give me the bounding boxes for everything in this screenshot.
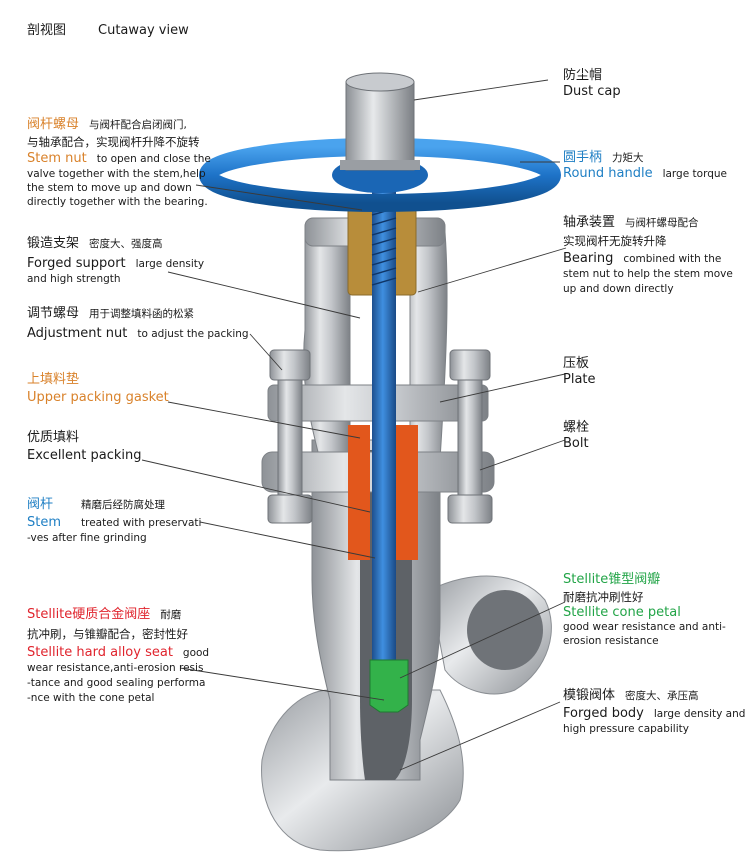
dust-cap-label-zh: 防尘帽 xyxy=(563,68,603,83)
adjustment-nut-en: Adjustment nut xyxy=(27,326,128,341)
bolt-left xyxy=(277,359,303,511)
forged-body-zh: 模锻阀体 xyxy=(563,688,616,703)
bolt-label-zh: 螺栓 xyxy=(563,420,590,435)
alloy-seat-label-en: Stellite hard alloy seat good xyxy=(27,645,209,661)
round-handle-en-desc: large torque xyxy=(662,168,727,180)
upper-packing-label-zh: 上填料垫 xyxy=(27,372,80,387)
bearing-label-en: Bearing combined with the xyxy=(563,251,721,267)
stem-nut-en-desc4: directly together with the bearing. xyxy=(27,196,208,208)
stem-en-desc: treated with preservati xyxy=(81,517,202,529)
alloy-seat-en-desc2: wear resistance,anti-erosion resis xyxy=(27,662,204,674)
stem-nut-zh: 阀杆螺母 xyxy=(27,117,80,132)
cone-petal-label-zh: Stellite锥型阀瓣 xyxy=(563,572,661,587)
forged-support-label-zh: 锻造支架密度大、强度高 xyxy=(27,236,163,252)
forged-body-zh-desc: 密度大、承压高 xyxy=(625,690,699,702)
bolt-label-en: Bolt xyxy=(563,436,589,451)
forged-body-label-zh: 模锻阀体密度大、承压高 xyxy=(563,688,699,704)
alloy-seat-en: Stellite hard alloy seat xyxy=(27,645,173,660)
alloy-seat-zh-desc2: 抗冲刷，与锥瓣配合，密封性好 xyxy=(27,627,188,641)
stem-nut-label-zh: 阀杆螺母与阀杆配合启闭阀门, xyxy=(27,117,187,133)
stem-rod xyxy=(372,160,396,680)
bearing-en: Bearing xyxy=(563,251,614,266)
adjustment-nut-label-en: Adjustment nut to adjust the packing xyxy=(27,326,249,342)
bearing-label-zh: 轴承装置与阀杆螺母配合 xyxy=(563,215,699,231)
stem-nut-en-desc: to open and close the xyxy=(96,153,211,165)
cone-petal-en-desc2: erosion resistance xyxy=(563,635,659,647)
dust-cap-body xyxy=(345,81,415,171)
stem-zh-desc: 精磨后经防腐处理 xyxy=(81,499,166,511)
bearing-en-desc2: stem nut to help the stem move xyxy=(563,268,733,280)
alloy-seat-label-zh: Stellite硬质合金阀座耐磨 xyxy=(27,607,181,623)
bearing-zh-desc2: 实现阀杆无旋转升降 xyxy=(563,234,667,248)
stem-en: Stem xyxy=(27,515,62,530)
round-handle-zh-desc: 力矩大 xyxy=(612,152,644,164)
plate-label-zh: 压板 xyxy=(563,356,590,371)
stem-nut-zh-desc2: 与轴承配合，实现阀杆升降不旋转 xyxy=(27,135,200,149)
forged-support-label-en: Forged support large density xyxy=(27,256,204,272)
alloy-seat-en-desc: good xyxy=(182,647,210,659)
plate-label-en: Plate xyxy=(563,372,596,387)
forged-body-en: Forged body xyxy=(563,706,644,721)
forged-support-en-desc: large density xyxy=(135,258,205,270)
forged-support-zh-desc: 密度大、强度高 xyxy=(89,238,163,250)
header-title-en: Cutaway view xyxy=(98,23,189,38)
stellite-cone-petal xyxy=(369,659,409,713)
round-handle-label-en: Round handle large torque xyxy=(563,166,727,182)
header-title-zh: 剖视图 xyxy=(27,23,67,38)
forged-support-zh: 锻造支架 xyxy=(27,236,80,251)
cone-petal-zh-desc: 耐磨抗冲刷性好 xyxy=(563,590,644,604)
dust-cap-collar xyxy=(340,160,420,170)
forged-body-en-desc: large density and xyxy=(653,708,746,720)
round-handle-label-zh: 圆手柄力矩大 xyxy=(563,150,644,166)
stem-en-desc2: -ves after fine grinding xyxy=(27,532,147,544)
upper-packing-label-en: Upper packing gasket xyxy=(27,390,169,405)
packing-left xyxy=(348,425,370,560)
dust-cap-top xyxy=(345,72,415,92)
dust-cap-label-en: Dust cap xyxy=(563,84,621,99)
round-handle-zh: 圆手柄 xyxy=(563,150,603,165)
forged-support-en: Forged support xyxy=(27,256,126,271)
bearing-zh-desc: 与阀杆螺母配合 xyxy=(625,217,699,229)
bearing-en-desc3: up and down directly xyxy=(563,283,674,295)
stem-zh: 阀杆 xyxy=(27,497,54,512)
adjustment-nut-zh-desc: 用于调整填料函的松紧 xyxy=(89,308,195,320)
stem-label-zh: 阀杆 精磨后经防腐处理 xyxy=(27,497,165,513)
nut-left-bottom xyxy=(267,494,313,524)
leader-lines xyxy=(141,79,567,771)
alloy-seat-en-desc4: -nce with the cone petal xyxy=(27,692,155,704)
cone-petal-en-desc: good wear resistance and anti- xyxy=(563,621,726,633)
adjustment-nut-label-zh: 调节螺母用于调整填料函的松紧 xyxy=(27,306,194,322)
alloy-seat-zh-desc: 耐磨 xyxy=(160,609,182,621)
forged-body-label-en: Forged body large density and xyxy=(563,706,745,722)
packing-right xyxy=(396,425,418,560)
stem-nut-zh-desc: 与阀杆配合启闭阀门, xyxy=(89,119,187,131)
adjustment-nut-en-desc: to adjust the packing xyxy=(137,328,249,340)
bearing-en-desc: combined with the xyxy=(623,253,722,265)
alloy-seat-zh: Stellite硬质合金阀座 xyxy=(27,607,151,622)
yoke-left-arm xyxy=(303,231,351,461)
stem-nut-en: Stem nut xyxy=(27,151,87,166)
excellent-packing-label-en: Excellent packing xyxy=(27,448,142,463)
alloy-seat-en-desc3: -tance and good sealing performa xyxy=(27,677,206,689)
stem-nut-en-desc2: valve together with the stem,help xyxy=(27,168,206,180)
bolt-right xyxy=(457,359,483,511)
nut-right-top xyxy=(449,349,491,381)
stem-nut-en-desc3: the stem to move up and down xyxy=(27,182,192,194)
forged-support-en-desc2: and high strength xyxy=(27,273,121,285)
forged-body-en-desc2: high pressure capability xyxy=(563,723,689,735)
nut-left-top xyxy=(269,349,311,381)
stem-label-en: Stem treated with preservati xyxy=(27,515,201,531)
bearing-zh: 轴承装置 xyxy=(563,215,616,230)
nut-right-bottom xyxy=(447,494,493,524)
round-handle-en: Round handle xyxy=(563,166,653,181)
stem-nut-label-en: Stem nut to open and close the xyxy=(27,151,211,167)
excellent-packing-label-zh: 优质填料 xyxy=(27,430,80,445)
cone-petal-label-en: Stellite cone petal xyxy=(563,605,681,620)
adjustment-nut-zh: 调节螺母 xyxy=(27,306,80,321)
